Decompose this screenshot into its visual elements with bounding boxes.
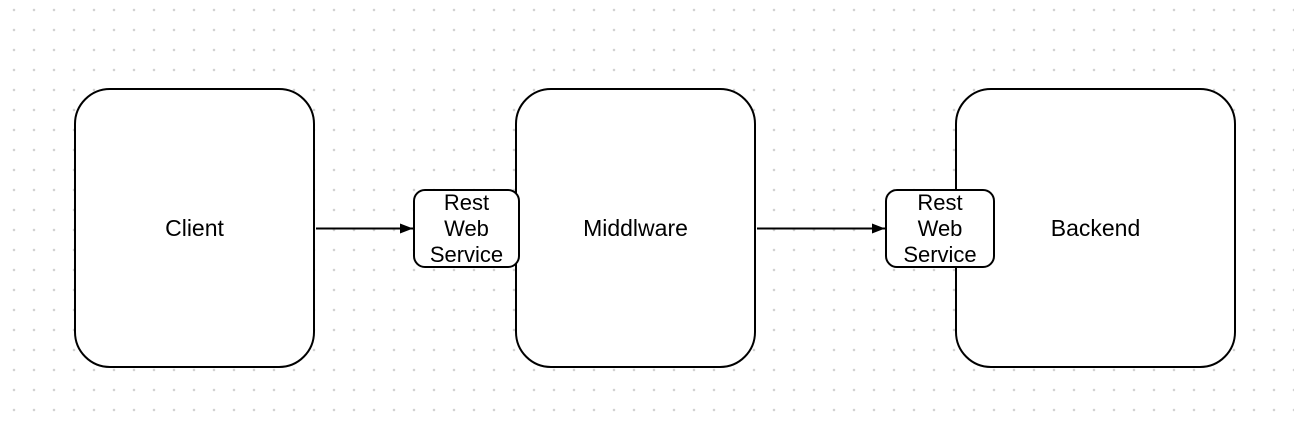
node-client-label: Client (165, 214, 224, 241)
node-client[interactable]: Client (74, 88, 315, 368)
rest-web-service-left-line-1: Rest (443, 189, 490, 215)
node-rest-web-service-left[interactable]: Rest Web Service (413, 189, 520, 268)
node-middleware[interactable]: Middlware (515, 88, 756, 368)
node-backend-label: Backend (1050, 214, 1141, 241)
rest-web-service-right-line-2: Web (917, 215, 963, 241)
rest-web-service-left-line-2: Web (444, 215, 489, 241)
node-backend[interactable]: Backend (955, 88, 1236, 368)
rest-web-service-left-line-3: Service (429, 241, 504, 267)
node-middleware-label: Middlware (583, 214, 688, 241)
node-rest-web-service-right[interactable]: Rest Web Service (885, 189, 995, 268)
rest-web-service-right-line-1: Rest (917, 189, 963, 215)
rest-web-service-right-line-3: Service (903, 241, 977, 267)
